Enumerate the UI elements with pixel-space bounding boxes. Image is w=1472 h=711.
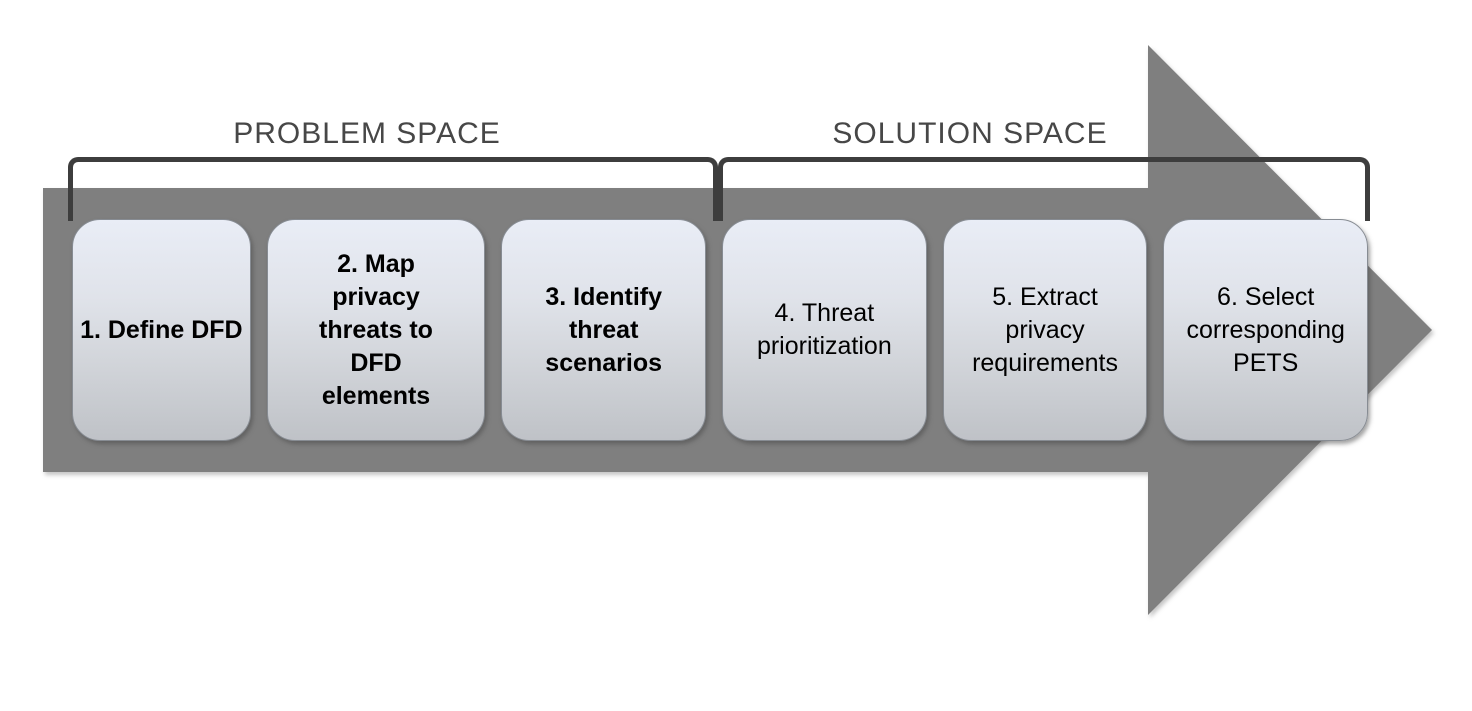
- solution-space-label: SOLUTION SPACE: [832, 117, 1108, 150]
- step-box-3-identify-threat-scenarios: 3. Identify threat scenarios: [501, 219, 707, 441]
- problem-space-bracket: [68, 157, 718, 221]
- step-box-5-extract-privacy-requirements: 5. Extract privacy requirements: [942, 219, 1148, 441]
- step-label: 2. Map privacy threats to DFD elements: [319, 249, 433, 410]
- problem-space-label: PROBLEM SPACE: [233, 117, 501, 150]
- step-box-2-map-privacy-threats: 2. Map privacy threats to DFD elements: [266, 219, 486, 441]
- step-label: 5. Extract privacy requirements: [972, 282, 1118, 377]
- step-label: 6. Select corresponding PETS: [1186, 282, 1345, 377]
- steps-row: 1. Define DFD 2. Map privacy threats to …: [72, 219, 1369, 441]
- step-box-1-define-dfd: 1. Define DFD: [72, 219, 251, 441]
- step-label: 4. Threat prioritization: [756, 299, 892, 360]
- step-label: 1. Define DFD: [80, 315, 243, 344]
- step-label: 3. Identify threat scenarios: [545, 282, 663, 377]
- step-box-4-threat-prioritization: 4. Threat prioritization: [722, 219, 927, 441]
- step-box-6-select-corresponding-pets: 6. Select corresponding PETS: [1163, 219, 1369, 441]
- solution-space-bracket: [718, 157, 1370, 221]
